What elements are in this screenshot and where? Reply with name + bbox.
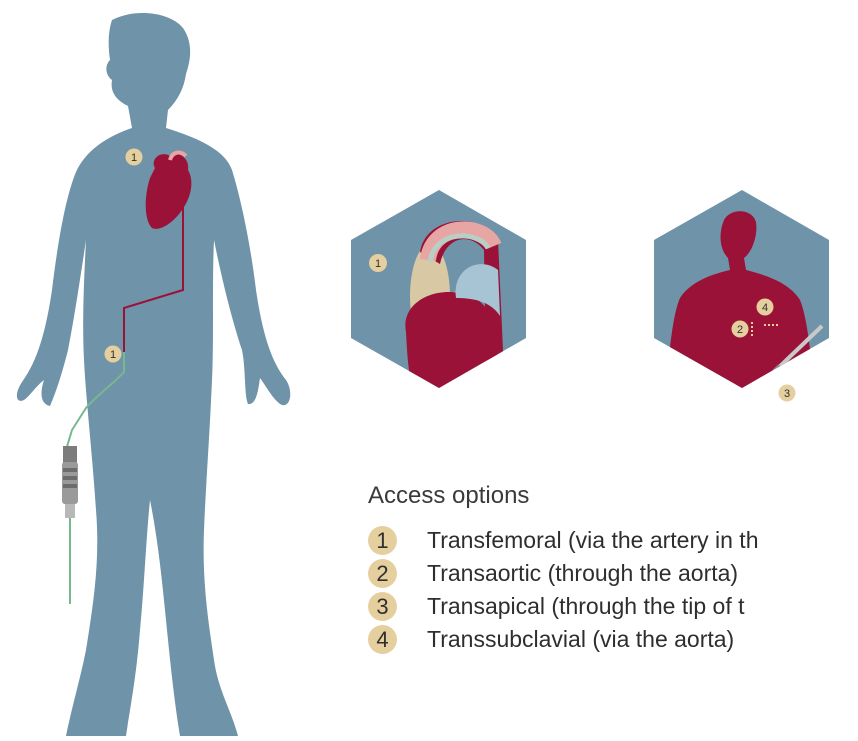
transfemoral-detail-hexagon: 1 — [351, 190, 526, 440]
svg-text:1: 1 — [131, 152, 137, 164]
legend-item: 2 Transaortic (through the aorta) — [368, 557, 858, 590]
body-outline — [17, 13, 290, 736]
svg-text:1: 1 — [375, 258, 381, 270]
heart-marker-badge: 1 — [126, 149, 143, 166]
svg-text:3: 3 — [784, 388, 790, 400]
legend-item: 4 Transsubclavial (via the aorta) — [368, 623, 858, 656]
number-badge: 2 — [368, 559, 397, 588]
legend-item-text: Transsubclavial (via the aorta) — [427, 626, 734, 653]
body-silhouette — [17, 13, 290, 736]
legend-item: 1 Transfemoral (via the artery in th — [368, 524, 858, 557]
legend-item-text: Transapical (through the tip of t — [427, 593, 745, 620]
number-badge: 3 — [368, 592, 397, 621]
number-badge: 4 — [368, 625, 397, 654]
svg-text:4: 4 — [762, 302, 768, 314]
catheter-handle — [62, 446, 78, 518]
legend-item-text: Transaortic (through the aorta) — [427, 560, 738, 587]
svg-text:1: 1 — [110, 349, 116, 361]
surgical-access-hexagon: 4 2 3 — [654, 190, 829, 420]
legend-item: 3 Transapical (through the tip of t — [368, 590, 858, 623]
access-options-legend: Access options 1 Transfemoral (via the a… — [368, 482, 858, 656]
legend-title: Access options — [368, 482, 858, 510]
svg-text:2: 2 — [737, 324, 743, 336]
number-badge: 1 — [368, 526, 397, 555]
legend-items: 1 Transfemoral (via the artery in th 2 T… — [368, 524, 858, 656]
legend-item-text: Transfemoral (via the artery in th — [427, 527, 759, 554]
groin-marker-badge: 1 — [105, 346, 122, 363]
